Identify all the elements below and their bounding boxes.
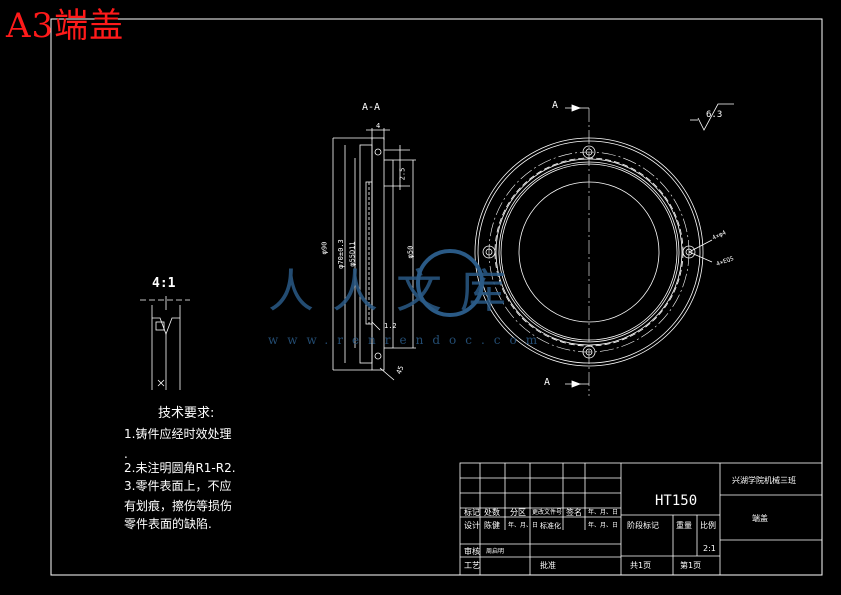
tech-req-item: 零件表面的缺陷. bbox=[124, 517, 212, 531]
tb-stage: 阶段标记 bbox=[627, 521, 659, 530]
tb-design: 设计 bbox=[464, 521, 480, 530]
tech-req-item: 2.未注明圆角R1-R2. bbox=[124, 461, 236, 475]
tb-label-count: 处数 bbox=[484, 508, 500, 517]
surface-finish-symbol bbox=[690, 103, 734, 131]
tb-weight: 重量 bbox=[676, 521, 692, 530]
tb-label-mark: 标记 bbox=[464, 508, 480, 517]
detail-view bbox=[140, 296, 190, 390]
part-name: 端盖 bbox=[752, 514, 768, 523]
tech-req-item: 有划痕，擦伤等损伤 bbox=[124, 499, 233, 513]
dim-chamfer: 1.2 bbox=[384, 322, 397, 330]
tb-sheets-total: 共1页 bbox=[630, 561, 652, 570]
tech-req-item: . bbox=[124, 447, 128, 461]
tb-approve: 批准 bbox=[540, 561, 556, 570]
tb-label-change: 更改文件号 bbox=[532, 509, 563, 516]
watermark-logo: 人人文库 bbox=[268, 264, 524, 318]
tech-req-title: 技术要求: bbox=[158, 406, 215, 421]
watermark-url: www.renrendoc.com bbox=[268, 333, 547, 347]
tb-ratio: 比例 bbox=[700, 521, 716, 530]
tb-sheet-no: 第1页 bbox=[680, 561, 702, 570]
dim-outer: φ90 bbox=[320, 241, 329, 255]
material-label: HT150 bbox=[655, 493, 698, 509]
surface-finish-value: 6.3 bbox=[706, 110, 723, 120]
plan-view bbox=[474, 104, 713, 396]
tech-req-item: 1.铸件应经时效处理 bbox=[124, 427, 232, 441]
tb-label-sign: 签名 bbox=[566, 508, 582, 517]
tb-designer: 陈健 bbox=[484, 521, 500, 530]
dim-step: 2.5 bbox=[398, 167, 407, 181]
tb-label-zone: 分区 bbox=[510, 508, 526, 517]
tb-review: 审核 bbox=[464, 547, 480, 556]
tb-standard: 标准化 bbox=[540, 522, 561, 530]
sheet-title: A3端盖 bbox=[6, 6, 125, 46]
tech-req-item: 3.零件表面上，不应 bbox=[124, 479, 232, 493]
scale-value: 2:1 bbox=[703, 544, 716, 553]
tb-standard-date: 年、月、日 bbox=[588, 522, 619, 529]
title-block-grid bbox=[459, 462, 823, 576]
school-name: 兴湖学院机械三班 bbox=[732, 476, 796, 485]
section-label: A-A bbox=[362, 102, 381, 113]
section-marker-bottom: A bbox=[544, 377, 551, 388]
detail-scale-label: 4:1 bbox=[152, 276, 176, 291]
dim-thickness: 4 bbox=[376, 122, 381, 130]
watermark-circle bbox=[416, 249, 484, 317]
tb-design-date: 年、月、日 bbox=[508, 522, 539, 529]
sheet-border bbox=[50, 18, 823, 576]
tb-process: 工艺 bbox=[464, 561, 480, 570]
tb-label-date: 年、月、日 bbox=[588, 509, 619, 516]
section-view bbox=[332, 128, 416, 381]
section-marker-top: A bbox=[552, 100, 559, 111]
tb-reviewer: 周启明 bbox=[486, 548, 505, 555]
